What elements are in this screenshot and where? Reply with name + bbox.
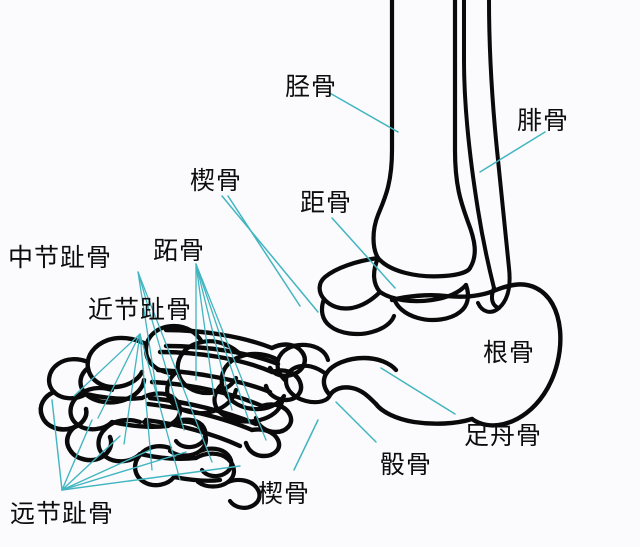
label-cuboid: 骰骨 bbox=[380, 450, 433, 479]
leader-line-cuneiform-upper-a bbox=[221, 195, 319, 313]
label-talus: 距骨 bbox=[300, 188, 353, 217]
label-tibia: 胫骨 bbox=[285, 72, 338, 101]
tibia-medial-malleolus bbox=[372, 255, 383, 295]
calcaneus-outline bbox=[321, 282, 563, 428]
talus-outline bbox=[317, 255, 471, 337]
leader-line-navicular bbox=[380, 367, 456, 415]
label-proximal-phalanges: 近节趾骨 bbox=[88, 295, 193, 324]
proximal-phalanges-outline bbox=[46, 357, 223, 488]
tibia-outline bbox=[371, 0, 477, 279]
distal-phalanges-outline bbox=[171, 417, 262, 510]
label-distal-phalanges: 远节趾骨 bbox=[10, 499, 115, 528]
label-calcaneus: 根骨 bbox=[483, 338, 536, 367]
leader-line-cuneiform-lower bbox=[293, 419, 319, 471]
label-middle-phalanges: 中节趾骨 bbox=[8, 243, 113, 272]
label-fibula: 腓骨 bbox=[517, 106, 570, 135]
leader-line-cuboid bbox=[335, 401, 377, 443]
label-cuneiform-upper: 楔骨 bbox=[190, 166, 243, 195]
leader-line-cuneiform-upper-b bbox=[227, 195, 301, 307]
leader-line-tibia bbox=[327, 91, 399, 133]
leader-lines bbox=[221, 91, 546, 471]
leader-fan-distal-phalanges bbox=[51, 399, 241, 491]
metatarsal-bones-outline bbox=[78, 327, 307, 459]
leader-fan-metatarsals bbox=[195, 263, 267, 441]
label-cuneiform-lower: 楔骨 bbox=[258, 479, 311, 508]
leader-line-talus bbox=[331, 217, 396, 289]
leader-line-fibula bbox=[479, 131, 546, 173]
label-metatarsals: 跖骨 bbox=[153, 236, 206, 265]
label-navicular: 足舟骨 bbox=[464, 421, 543, 450]
hallux-outline bbox=[38, 389, 114, 463]
leader-fan-middle-phalanges bbox=[137, 271, 213, 463]
